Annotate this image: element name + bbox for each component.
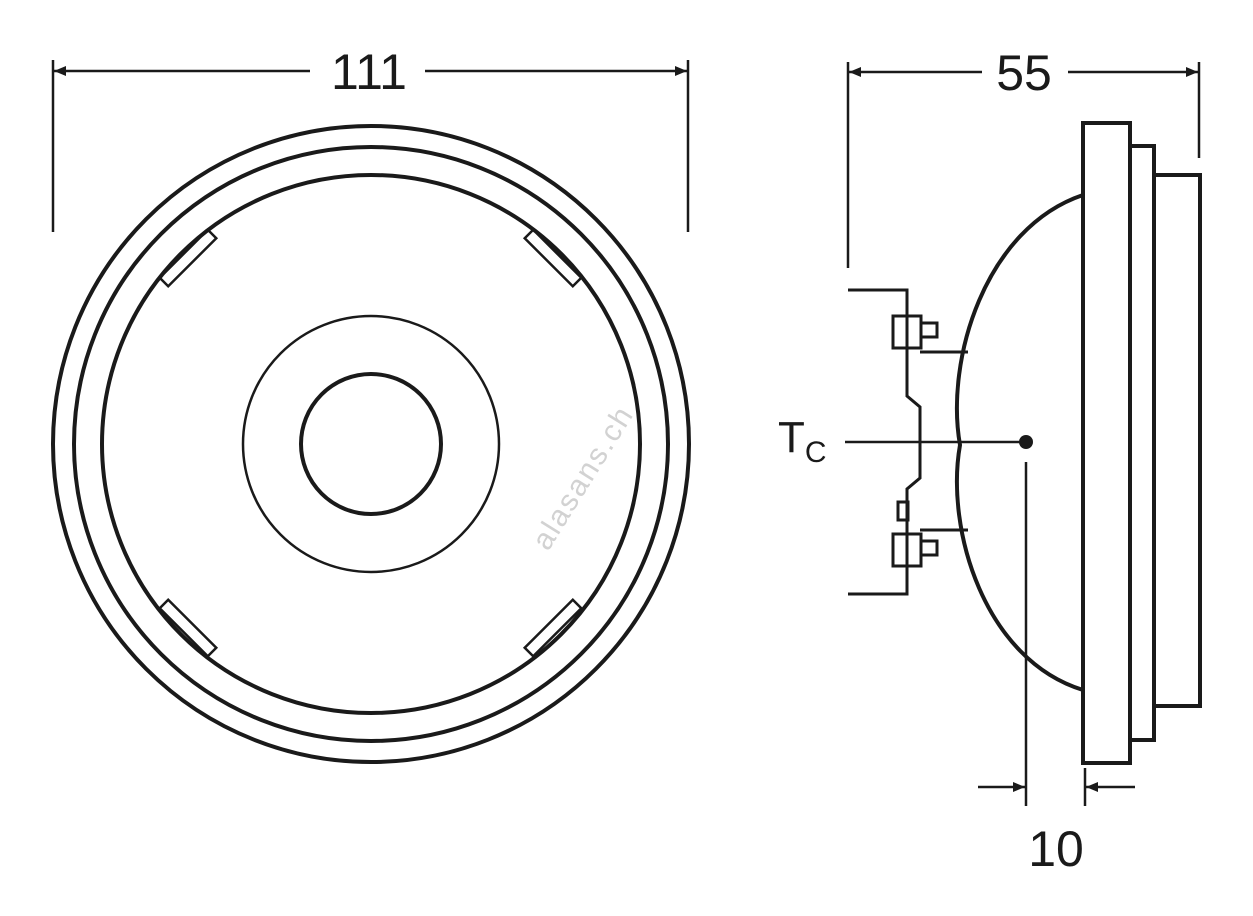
side-lens-plate [1152, 173, 1202, 708]
clip-bottom-left [157, 597, 219, 659]
depth-dimension [846, 62, 1201, 268]
front-reflector-edge [100, 173, 642, 715]
front-center-ring [299, 372, 443, 516]
clip-bottom-right [522, 597, 584, 659]
tc-label: TC [778, 413, 827, 469]
front-lens-ring [241, 314, 501, 574]
depth-dimension-label: 55 [996, 45, 1052, 101]
side-lower-pin [919, 539, 939, 557]
tc-point-marker [1019, 435, 1033, 449]
offset-dimension [978, 768, 1135, 806]
front-view [51, 124, 691, 764]
width-dimension-label: 111 [331, 44, 407, 100]
front-second-rim [72, 145, 670, 743]
tc-measurement-point [845, 435, 1033, 806]
offset-dimension-label: 10 [1028, 821, 1084, 877]
front-outer-rim [51, 124, 691, 764]
side-base-lug [896, 500, 910, 522]
side-front-rim [1081, 121, 1132, 765]
side-second-plate [1128, 144, 1156, 742]
clip-top-right [522, 227, 584, 289]
side-upper-pin [919, 321, 939, 339]
side-reflector [955, 193, 1084, 692]
width-dimension [51, 60, 690, 232]
clip-top-left [157, 227, 219, 289]
